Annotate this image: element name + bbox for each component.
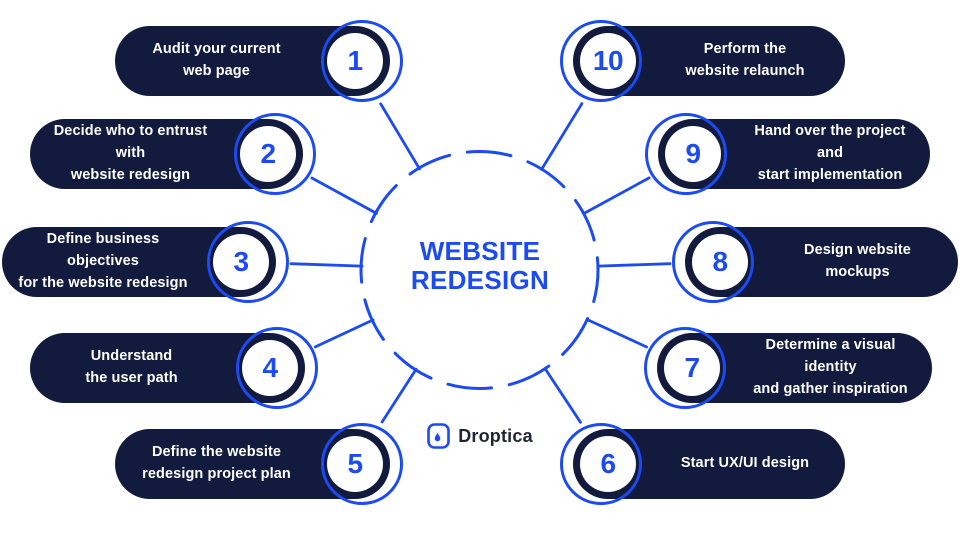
step-8-label: Design website mockups — [804, 242, 911, 280]
step-6-pill: Start UX/UI design 6 — [560, 423, 845, 505]
step-10-label: Perform the website relaunch — [685, 41, 805, 79]
connector-step-5 — [380, 367, 418, 424]
step-8-pill: Design website mockups 8 — [672, 221, 958, 303]
step-6-number-badge: 6 — [580, 436, 636, 492]
hub-title-line2: REDESIGN — [410, 265, 550, 296]
connector-step-3 — [289, 262, 364, 268]
connector-step-8 — [596, 262, 672, 268]
connector-step-7 — [585, 318, 648, 349]
step-7-number-badge: 7 — [664, 340, 720, 396]
hub-title-line1: WEBSITE — [419, 236, 541, 266]
step-10-number-badge: 10 — [580, 33, 636, 89]
step-9-label: Hand over the project and start implemen… — [754, 123, 906, 183]
step-3-number-badge: 3 — [213, 234, 269, 290]
step-1-label: Audit your current web page — [152, 41, 281, 79]
connector-step-9 — [582, 176, 651, 216]
step-1-number-badge: 1 — [327, 33, 383, 89]
step-1-pill: Audit your current web page 1 — [115, 20, 403, 102]
connector-step-10 — [540, 102, 584, 171]
step-6-label: Start UX/UI design — [680, 455, 810, 472]
connector-step-4 — [313, 318, 375, 349]
step-9-number-badge: 9 — [665, 126, 721, 182]
step-5-number-badge: 5 — [327, 436, 383, 492]
step-4-pill: Understand the user path 4 — [30, 327, 318, 409]
hub-dashed-circle — [359, 150, 600, 390]
step-3-label: Define business objectives for the websi… — [18, 231, 188, 291]
connector-step-1 — [379, 102, 421, 171]
step-7-pill: Determine a visual identity and gather i… — [644, 327, 932, 409]
step-9-pill: Hand over the project and start implemen… — [645, 113, 930, 195]
step-3-pill: Define business objectives for the websi… — [2, 221, 289, 303]
connector-step-6 — [543, 367, 582, 424]
step-10-pill: Perform the website relaunch 10 — [560, 20, 845, 102]
step-7-label: Determine a visual identity and gather i… — [753, 337, 908, 397]
step-4-number-badge: 4 — [242, 340, 298, 396]
step-5-label: Define the website redesign project plan — [142, 444, 291, 482]
step-2-number-badge: 2 — [240, 126, 296, 182]
droptica-droplet-icon — [427, 423, 450, 449]
step-2-pill: Decide who to entrust with website redes… — [30, 113, 316, 195]
step-8-number-badge: 8 — [692, 234, 748, 290]
step-4-label: Understand the user path — [85, 348, 178, 386]
connector-step-2 — [310, 176, 378, 215]
hub-title: WEBSITE REDESIGN — [380, 236, 580, 296]
brand-name: Droptica — [458, 425, 533, 446]
step-2-label: Decide who to entrust with website redes… — [53, 123, 208, 183]
brand-logo: Droptica — [0, 422, 960, 450]
